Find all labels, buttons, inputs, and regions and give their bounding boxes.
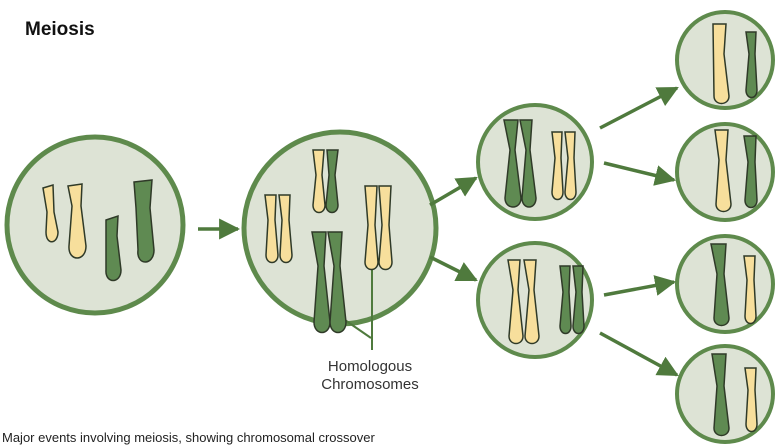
- arrow-to-gamete-1: [600, 88, 677, 128]
- arrow-to-gamete-2: [604, 163, 674, 180]
- homologous-chromosomes-label: Homologous Chromosomes: [300, 358, 440, 394]
- parent-cell: [7, 137, 183, 313]
- arrow-to-gamete-3: [604, 282, 674, 295]
- figure-caption: Major events involving meiosis, showing …: [2, 430, 375, 445]
- arrow-to-daughter-bottom: [430, 257, 476, 280]
- arrow-to-daughter-top: [430, 178, 476, 205]
- diagram-title: Meiosis: [25, 19, 95, 41]
- arrow-to-gamete-4: [600, 333, 677, 375]
- label-line-1: Homologous: [300, 358, 440, 376]
- label-line-2: Chromosomes: [300, 376, 440, 394]
